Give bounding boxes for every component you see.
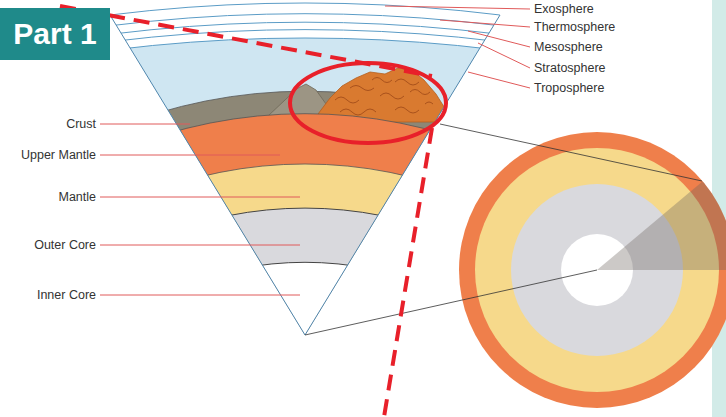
exosphere-band [0, 3, 726, 417]
callout-dashed-line [384, 128, 432, 417]
focus-ellipse [290, 63, 446, 143]
leader-line [440, 20, 530, 27]
leader-line [100, 197, 300, 198]
leader-line [385, 6, 530, 9]
badge-text: Part 1 [13, 17, 96, 51]
mesosphere-band [0, 22, 726, 417]
layer-label: Mesosphere [534, 40, 654, 54]
layer-label: Upper Mantle [0, 148, 96, 162]
leader-line [468, 31, 530, 47]
leader-line [100, 155, 280, 156]
wedge-outline [110, 15, 500, 335]
leader-line [468, 72, 530, 88]
leader-line [100, 295, 300, 296]
layer-label: Stratosphere [534, 61, 654, 75]
troposphere-band [0, 38, 726, 417]
crust-band [0, 91, 726, 417]
thermosphere-band [0, 14, 726, 417]
crust-ring [459, 132, 726, 408]
leader-line [100, 124, 190, 125]
earth-wedge [0, 3, 726, 417]
projection-line [305, 270, 597, 335]
layer-label: Troposphere [534, 81, 654, 95]
part-badge: Part 1 [0, 8, 110, 60]
upper-mantle-band [0, 114, 726, 417]
projection-line [440, 124, 702, 181]
callout-dashed-line [60, 6, 432, 76]
mountain-texture [335, 78, 433, 116]
earth-cross-section [459, 132, 726, 408]
layer-label: Exosphere [534, 2, 654, 16]
layer-label: Outer Core [0, 238, 96, 252]
layer-label: Crust [0, 117, 96, 131]
leader-line [100, 245, 300, 246]
layer-label: Inner Core [0, 288, 96, 302]
stratosphere-band [0, 30, 726, 417]
leader-line [478, 43, 530, 68]
layer-label: Mantle [0, 190, 96, 204]
layer-label: Thermosphere [534, 20, 654, 34]
wedge-highlight [597, 181, 726, 270]
